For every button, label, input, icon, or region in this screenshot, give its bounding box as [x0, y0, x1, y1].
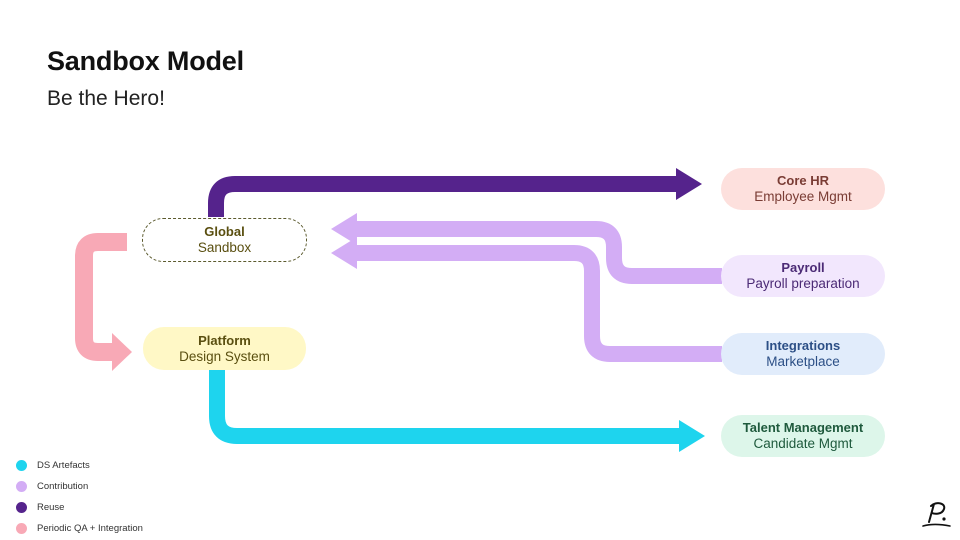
node-integrations: Integrations Marketplace	[721, 333, 885, 375]
page-subtitle: Be the Hero!	[47, 87, 165, 110]
contribution-arrowhead-integrations	[331, 237, 357, 269]
node-core-hr: Core HR Employee Mgmt	[721, 168, 885, 210]
legend-item: Contribution	[16, 476, 143, 497]
node-global-sandbox: Global Sandbox	[142, 218, 307, 262]
legend-label: Periodic QA + Integration	[37, 523, 143, 534]
legend-dot-icon	[16, 460, 27, 471]
node-talent-management: Talent Management Candidate Mgmt	[721, 415, 885, 457]
node-platform-name: Platform	[198, 332, 251, 348]
node-payroll-name: Payroll	[781, 260, 825, 275]
qa-integration-arrow	[75, 233, 127, 361]
contribution-arrow-payroll	[354, 221, 722, 284]
contribution-arrowhead-payroll	[331, 213, 357, 245]
node-talent-name: Talent Management	[742, 420, 864, 435]
legend-item: Reuse	[16, 497, 143, 518]
legend: DS Artefacts Contribution Reuse Periodic…	[16, 455, 143, 539]
node-integrations-name: Integrations	[765, 338, 841, 353]
ds-artefacts-arrowhead	[679, 420, 705, 452]
reuse-arrow	[208, 176, 678, 217]
qa-integration-arrowhead	[112, 333, 132, 371]
contribution-arrow-integrations	[354, 245, 722, 362]
legend-dot-icon	[16, 481, 27, 492]
ds-artefacts-arrow	[209, 366, 682, 444]
node-payroll-sub: Payroll preparation	[746, 276, 860, 291]
node-core-hr-name: Core HR	[776, 173, 829, 188]
legend-label: Reuse	[37, 502, 65, 513]
legend-dot-icon	[16, 502, 27, 513]
node-core-hr-sub: Employee Mgmt	[754, 189, 852, 204]
node-platform-sub: Design System	[179, 348, 270, 364]
node-global-name: Global	[204, 224, 245, 239]
node-talent-sub: Candidate Mgmt	[753, 436, 853, 451]
page-title: Sandbox Model	[47, 46, 244, 76]
legend-item: Periodic QA + Integration	[16, 518, 143, 539]
legend-label: Contribution	[37, 481, 89, 492]
node-integrations-sub: Marketplace	[766, 354, 840, 369]
legend-item: DS Artefacts	[16, 455, 143, 476]
node-platform-design-system: Platform Design System	[143, 327, 306, 370]
node-payroll: Payroll Payroll preparation	[721, 255, 885, 297]
legend-label: DS Artefacts	[37, 460, 90, 471]
legend-dot-icon	[16, 523, 27, 534]
reuse-arrowhead	[676, 168, 702, 200]
node-global-sub: Sandbox	[197, 240, 252, 255]
signature-logo-icon	[922, 502, 951, 527]
